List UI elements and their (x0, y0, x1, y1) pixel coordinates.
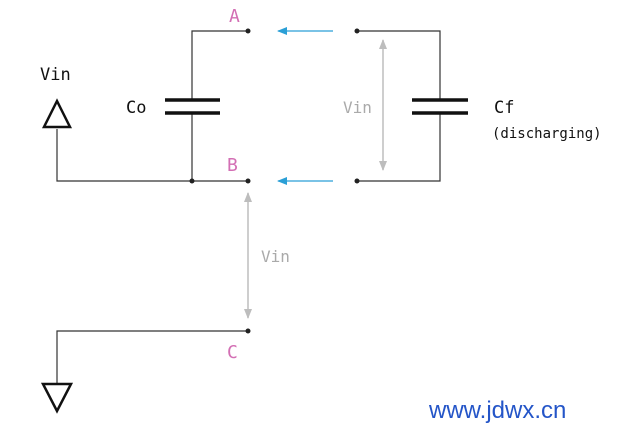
vin-source-label: Vin (40, 65, 71, 85)
wire-vin-to-b (56, 129, 248, 182)
wire-c-to-ground (56, 330, 248, 383)
watermark-text: www.jdwx.cn (428, 397, 566, 424)
co-label: Co (126, 98, 146, 118)
cf-note-label: (discharging) (492, 126, 602, 142)
junction-dot (189, 178, 195, 184)
node-c-label: C (227, 342, 238, 363)
node-c-dot (245, 328, 251, 334)
vin-between-caps-label: Vin (343, 98, 372, 117)
cf-top-terminal-dot (354, 28, 360, 34)
cf-label: Cf (494, 98, 514, 118)
wire-cf-bottom (357, 113, 441, 182)
wire-cf-top (357, 30, 441, 100)
node-b-label: B (227, 155, 238, 176)
wire-co-top (191, 30, 248, 100)
cf-bottom-terminal-dot (354, 178, 360, 184)
node-a-label: A (229, 6, 240, 27)
vin-bc-label: Vin (261, 247, 290, 266)
node-a-dot (245, 28, 251, 34)
node-b-dot (245, 178, 251, 184)
triangle-up-icon (41, 98, 73, 129)
triangle-down-icon (40, 382, 74, 414)
